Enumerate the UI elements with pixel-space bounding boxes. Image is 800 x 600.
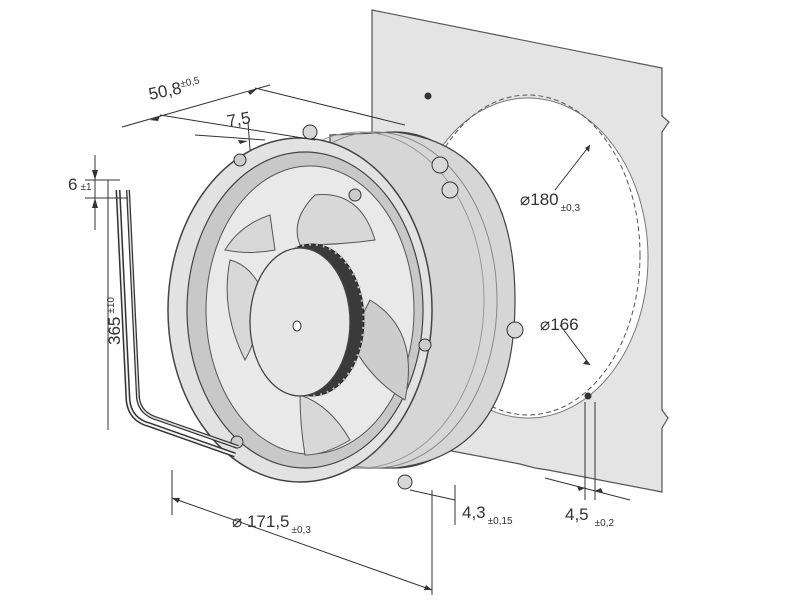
rear-tab: [397, 474, 413, 490]
hole-circle: [415, 94, 641, 416]
fan-blade: [349, 299, 409, 401]
panel-hole-top: [424, 92, 432, 100]
rear-tab: [506, 321, 524, 339]
fan-diameter-label: ⌀ 171,5±0,3: [232, 512, 311, 536]
mount-screw: [233, 153, 247, 167]
hole-spacing-label: 4,5±0,2: [565, 505, 614, 529]
cutout-label: ⌀166: [540, 315, 579, 334]
mount-screw: [348, 188, 362, 202]
wire-strip-label: 6±1: [68, 175, 92, 194]
hub-center: [292, 320, 302, 332]
flange-label: 7,5: [225, 108, 252, 131]
fan-cable-inner: [117, 189, 236, 456]
rear-tab: [302, 124, 318, 140]
rear-tab: [431, 156, 449, 174]
rotor-teeth: [258, 242, 366, 398]
wire-length-label: 365±10: [105, 297, 124, 345]
fan-blade: [299, 394, 351, 456]
mount-screw: [418, 338, 432, 352]
fan-cable-2-inner: [127, 189, 239, 448]
fan-blade: [296, 194, 376, 246]
hole-circle-label: ⌀180±0,3: [520, 190, 580, 214]
hole-size-label: 4,3±0,15: [462, 503, 513, 527]
depth-label: 50,8±0,5: [147, 74, 203, 104]
fan-blade: [224, 214, 276, 253]
rear-tab: [441, 181, 459, 199]
panel-hole-bottom: [584, 392, 592, 400]
